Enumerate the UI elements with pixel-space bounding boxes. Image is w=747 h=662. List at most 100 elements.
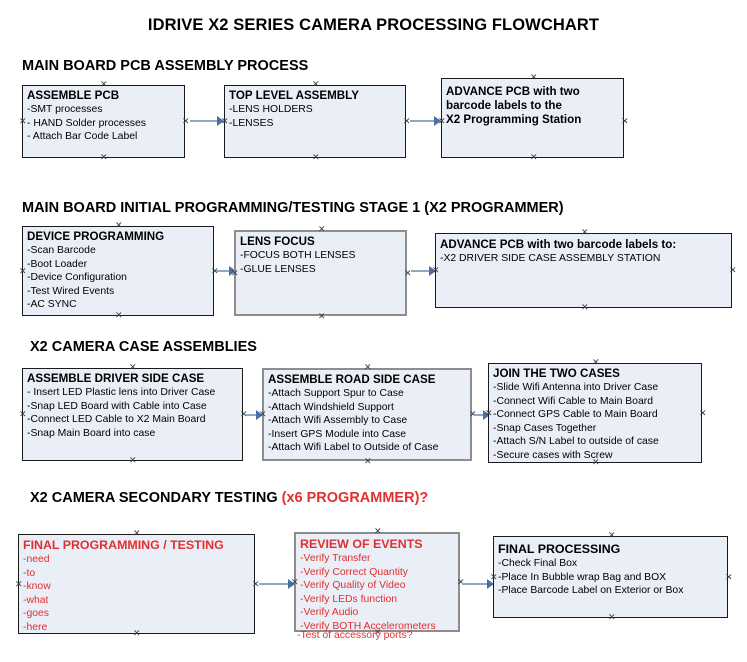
connector-line-1-2 [410,120,435,122]
flow-box-line: -AC SYNC [27,299,77,311]
flow-box-title: JOIN THE TWO CASES [493,367,620,380]
flow-box-title: LENS FOCUS [240,235,315,248]
flow-box-title: FINAL PROCESSING [498,542,621,556]
section-header-accent-text: (x6 PROGRAMMER)? [281,490,429,506]
connector-handle-bottom[interactable]: ✕ [100,153,108,163]
connector-handle-bottom[interactable]: ✕ [115,311,123,321]
flow-box-line: - HAND Solder processes [27,117,146,129]
connector-handle-bottom[interactable]: ✕ [530,153,538,163]
flow-box-line: -know [23,581,51,593]
connector-handle-bottom[interactable]: ✕ [608,613,616,623]
flow-box-line: -Connect GPS Cable to Main Board [493,409,658,421]
section-header-main-board-initial-programming: MAIN BOARD INITIAL PROGRAMMING/TESTING S… [22,200,564,216]
flow-box-line: barcode labels to the [446,99,562,113]
connector-arrowhead-1-2 [434,116,441,126]
flow-box-line: X2 Programming Station [446,113,582,127]
flow-box-line: -Test Wired Events [27,285,115,297]
flow-box-line: -SMT processes [27,104,103,116]
section-header-text: MAIN BOARD INITIAL PROGRAMMING/TESTING S… [22,200,564,216]
section-header-main-board-pcb-assembly: MAIN BOARD PCB ASSEMBLY PROCESS [22,58,308,74]
section-header-x2-camera-secondary-testing: X2 CAMERA SECONDARY TESTING (x6 PROGRAMM… [30,490,428,506]
flow-box-line: -Connect LED Cable to X2 Main Board [27,414,206,426]
flow-box-title: TOP LEVEL ASSEMBLY [229,89,359,102]
flow-box-final-programming-testing[interactable]: FINAL PROGRAMMING / TESTING -need -to -k… [15,530,260,639]
connector-handle-bottom[interactable]: ✕ [129,456,137,466]
connector-line-1-1 [190,120,218,122]
flow-box-line: -Place Barcode Label on Exterior or Box [498,585,684,597]
flow-box-advance-pcb-driver-side-case[interactable]: ADVANCE PCB with two barcode labels to: … [432,229,737,313]
flow-box-line: -FOCUS BOTH LENSES [240,250,356,262]
flow-box-line: -Snap Main Board into case [27,427,156,439]
flow-box-review-of-events[interactable]: REVIEW OF EVENTS -Verify Transfer -Verif… [291,528,465,638]
flow-box-line: -Slide Wifi Antenna into Driver Case [493,382,659,394]
flow-box-title: FINAL PROGRAMMING / TESTING [23,538,224,552]
flow-box-overflow-line-accessory-ports: -Test of accessory ports? [297,630,413,641]
flow-box-line: -Check Final Box [498,558,578,570]
flow-box-line: -need [23,554,50,566]
connector-handle-right[interactable]: ✕ [729,266,737,276]
flow-box-advance-pcb-programming-station[interactable]: ADVANCE PCB with two barcode labels to t… [438,74,629,163]
flow-box-line: -Verify Quality of Video [300,580,406,592]
connector-handle-bottom[interactable]: ✕ [312,153,320,163]
connector-arrowhead-2-2 [429,266,436,276]
connector-arrowhead-3-2 [483,410,490,420]
section-header-text: X2 CAMERA CASE ASSEMBLIES [30,339,257,355]
connector-arrowhead-3-1 [256,410,263,420]
flow-box-title: DEVICE PROGRAMMING [27,230,165,243]
flow-box-line: -Scan Barcode [27,245,96,257]
flow-box-line: -Verify Transfer [300,553,371,565]
flow-box-line: -Attach Windshield Support [268,401,394,413]
flow-box-title: ASSEMBLE PCB [27,89,120,102]
flow-box-line: -X2 DRIVER SIDE CASE ASSEMBLY STATION [440,253,661,265]
flow-box-top-level-assembly[interactable]: TOP LEVEL ASSEMBLY -LENS HOLDERS -LENSES… [221,81,411,163]
flow-box-title: ASSEMBLE ROAD SIDE CASE [268,373,436,386]
flow-box-title: ADVANCE PCB with two [446,85,580,98]
flow-box-line: -Snap LED Board with Cable into Case [27,400,207,412]
flow-box-final-processing[interactable]: FINAL PROCESSING -Check Final Box -Place… [490,532,733,623]
flow-box-title: ASSEMBLE DRIVER SIDE CASE [27,372,205,385]
connector-line-4-2 [462,583,488,585]
flow-box-line: -Snap Cases Together [493,422,597,434]
flow-box-line: - Insert LED Plastic lens into Driver Ca… [27,387,216,399]
connector-handle-bottom[interactable]: ✕ [318,312,326,322]
connector-line-2-1 [216,270,230,272]
connector-arrowhead-1-1 [217,116,224,126]
connector-line-2-2 [411,270,430,272]
flow-box-line: -LENS HOLDERS [229,104,313,116]
flow-box-assemble-pcb[interactable]: ASSEMBLE PCB -SMT processes - HAND Solde… [19,81,190,163]
flow-box-lens-focus[interactable]: LENS FOCUS -FOCUS BOTH LENSES -GLUE LENS… [231,226,412,322]
flow-box-title: ADVANCE PCB with two barcode labels to: [440,238,677,251]
flow-box-assemble-road-side-case[interactable]: ASSEMBLE ROAD SIDE CASE -Attach Support … [259,364,477,467]
flow-box-line: -Connect Wifi Cable to Main Board [493,395,653,407]
section-header-text: X2 CAMERA SECONDARY TESTING [30,490,282,506]
flow-box-line: -LENSES [229,117,274,129]
flow-box-title: REVIEW OF EVENTS [300,537,423,551]
flow-box-line: -Verify BOTH Accelerometers [300,620,436,632]
flow-box-line: -Device Configuration [27,272,127,284]
flow-box-line: -goes [23,608,49,620]
connector-line-4-1 [259,583,289,585]
page-title: IDRIVE X2 SERIES CAMERA PROCESSING FLOWC… [147,16,600,34]
flow-box-join-the-two-cases[interactable]: JOIN THE TWO CASES -Slide Wifi Antenna i… [485,359,707,468]
flow-box-line: -here [23,621,48,633]
flow-box-line: - Attach Bar Code Label [27,131,138,143]
connector-line-3-1 [246,414,258,416]
section-header-text: MAIN BOARD PCB ASSEMBLY PROCESS [22,58,309,74]
connector-handle-bottom[interactable]: ✕ [364,457,372,467]
flow-box-line: -Secure cases with Screw [493,449,613,461]
flow-box-line: -Attach Wifi Assembly to Case [268,415,408,427]
connector-arrowhead-4-2 [487,579,494,589]
flow-box-line: -to [23,567,36,579]
flow-box-line: -Insert GPS Module into Case [268,428,407,440]
connector-handle-bottom[interactable]: ✕ [581,303,589,313]
flow-box-assemble-driver-side-case[interactable]: ASSEMBLE DRIVER SIDE CASE - Insert LED P… [19,364,248,466]
flow-box-line: -Boot Loader [27,258,88,270]
flow-box-line: -Verify Correct Quantity [300,566,408,578]
flow-box-line: -what [23,594,49,606]
flow-box-line: -Attach Support Spur to Case [268,388,404,400]
connector-line-3-2 [474,414,484,416]
flow-box-line: -Attach Wifi Label to Outside of Case [268,442,439,454]
flow-box-device-programming[interactable]: DEVICE PROGRAMMING -Scan Barcode -Boot L… [19,222,219,321]
section-header-x2-camera-case-assemblies: X2 CAMERA CASE ASSEMBLIES [30,339,257,355]
flow-box-line: -Place In Bubble wrap Bag and BOX [498,571,667,583]
